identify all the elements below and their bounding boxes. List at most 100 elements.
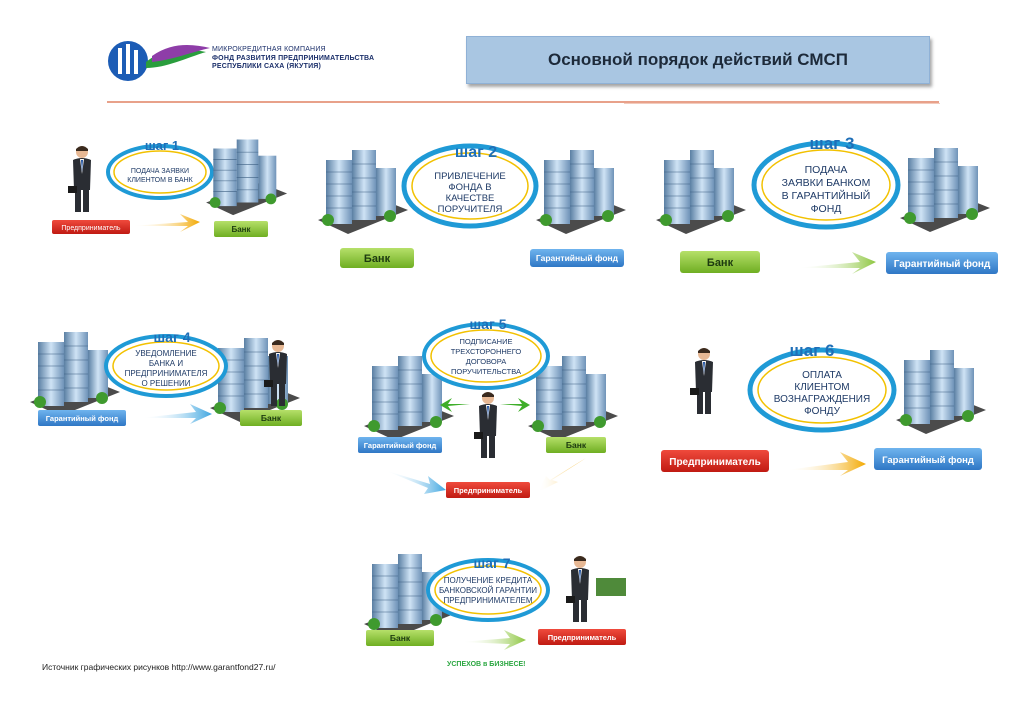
building-icon [899,147,991,233]
guarantee-fund-badge [358,437,442,453]
svg-text:Банк: Банк [231,225,251,234]
step-ring-inner [113,150,207,194]
arrow-icon [796,252,876,274]
building-icon [535,149,627,235]
step-label: шаг 4 [154,329,191,345]
step-text-line: ПОДАЧА ЗАЯВКИ [131,168,189,175]
entrepreneur-badge [52,220,130,234]
step-label: шаг 5 [470,316,507,332]
bank-badge [366,630,434,646]
step-ring [751,140,901,230]
entrepreneur-badge [446,482,530,498]
arrow-icon [440,398,470,412]
svg-text:Гарантийный фонд: Гарантийный фонд [536,253,619,263]
arrow-icon [384,470,446,494]
businessman-icon [690,348,713,414]
step-ring-inner [434,565,542,615]
businessman-icon [68,146,91,212]
businessman-icon [474,392,497,458]
svg-text:Гарантийный фонд: Гарантийный фонд [364,441,437,450]
step-label: шаг 7 [474,555,511,571]
svg-text:ЗАЯВКИ БАНКОМ: ЗАЯВКИ БАНКОМ [782,177,871,189]
svg-text:ПРИВЛЕЧЕНИЕ: ПРИВЛЕЧЕНИЕ [434,171,506,182]
source-note: Источник графических рисунков http://www… [42,662,276,672]
step-ring-inner [761,149,891,221]
divider [107,101,939,103]
svg-text:Гарантийный фонд: Гарантийный фонд [882,455,974,466]
svg-text:КЛИЕНТОМ: КЛИЕНТОМ [794,382,849,393]
step-ring [422,322,550,390]
step-ring-inner [411,152,529,220]
svg-text:ТРЕХСТОРОННЕГО: ТРЕХСТОРОННЕГО [451,347,522,356]
money-icon [596,578,626,596]
svg-text:БАНКА И: БАНКА И [149,359,183,368]
bank-badge [546,437,606,453]
step-2: шаг 2 ПРИВЛЕЧЕНИЕ ФОНДА В КАЧЕСТВЕ ПОРУЧ… [317,143,627,268]
step-ring [106,144,214,200]
divider-accent [624,103,940,104]
step-ring [401,143,539,229]
svg-text:ПРЕДПРИНИМАТЕЛЕМ: ПРЕДПРИНИМАТЕЛЕМ [443,596,532,605]
svg-text:ПОДАЧА: ПОДАЧА [805,164,848,176]
step-ring-inner [757,356,887,424]
step-7: шаг 7 ПОЛУЧЕНИЕ КРЕДИТА БАНКОВСКОЙ ГАРАН… [363,553,626,650]
tagline: УСПЕХОВ в БИЗНЕСЕ! [447,661,526,668]
step-5: шаг 5 ПОДПИСАНИЕ ТРЕХСТОРОННЕГО ДОГОВОРА… [358,316,619,498]
svg-text:Предприниматель: Предприниматель [669,457,760,468]
arrow-icon [786,452,866,476]
svg-text:Гарантийный фонд: Гарантийный фонд [46,414,119,423]
building-icon [205,139,288,216]
svg-text:Гарантийный фонд: Гарантийный фонд [894,258,991,270]
svg-text:Предприниматель: Предприниматель [548,633,617,642]
step-ring [104,334,228,398]
page-title: Основной порядок действий СМСП [466,36,930,84]
svg-text:КАЧЕСТВЕ: КАЧЕСТВЕ [446,193,495,204]
arrow-icon [538,458,586,492]
step-label: шаг 6 [790,341,835,360]
arrow-icon [500,398,530,412]
svg-text:О РЕШЕНИИ: О РЕШЕНИИ [141,379,190,388]
guarantee-fund-badge [530,249,624,267]
bank-badge [214,221,268,237]
company-logo [108,41,210,81]
svg-text:ВОЗНАГРАЖДЕНИЯ: ВОЗНАГРАЖДЕНИЯ [774,394,870,405]
businessman-icon [566,556,589,622]
svg-text:ФОНДУ: ФОНДУ [804,406,840,417]
step-ring [426,558,550,622]
svg-text:Банк: Банк [566,440,587,450]
arrow-icon [130,214,200,232]
step-6: шаг 6 ОПЛАТА КЛИЕНТОМ ВОЗНАГРАЖДЕНИЯ ФОН… [661,341,987,476]
svg-text:Банк: Банк [261,413,282,423]
guarantee-fund-badge [38,410,126,426]
step-ring-inner [430,329,542,383]
bank-badge [340,248,414,268]
step-text-line: КЛИЕНТОМ В БАНК [127,177,193,184]
svg-text:ДОГОВОРА: ДОГОВОРА [466,357,506,366]
svg-text:ПОРУЧИТЕЛЬСТВА: ПОРУЧИТЕЛЬСТВА [451,367,521,376]
guarantee-fund-badge [886,252,998,274]
bank-badge [240,410,302,426]
entrepreneur-badge [538,629,626,645]
step-label: шаг 1 [145,138,179,153]
guarantee-fund-badge [874,448,982,470]
svg-text:В ГАРАНТИЙНЫЙ: В ГАРАНТИЙНЫЙ [782,189,871,202]
svg-text:ПРЕДПРИНИМАТЕЛЯ: ПРЕДПРИНИМАТЕЛЯ [125,369,208,378]
svg-text:ФОНД: ФОНД [811,203,842,215]
building-icon [209,337,301,423]
step-1: шаг 1 ПОДАЧА ЗАЯВКИ КЛИЕНТОМ В БАНК Пред… [52,138,288,237]
svg-text:Банк: Банк [707,257,734,269]
svg-text:Предприниматель: Предприниматель [61,225,121,232]
svg-text:ПОЛУЧЕНИЕ КРЕДИТА: ПОЛУЧЕНИЕ КРЕДИТА [444,576,533,585]
arrow-icon [460,630,526,650]
svg-text:Предприниматель: Предприниматель [454,486,523,495]
step-ring-inner [112,341,220,391]
entrepreneur-badge [661,450,769,472]
step-label: шаг 2 [455,144,497,161]
step-ring [747,347,897,433]
step-label: шаг 3 [810,134,855,153]
logo-text: МИКРОКРЕДИТНАЯ КОМПАНИЯ ФОНД РАЗВИТИЯ ПР… [212,46,375,70]
step-3: шаг 3 ПОДАЧА ЗАЯВКИ БАНКОМ В ГАРАНТИЙНЫЙ… [655,134,998,274]
step-4: шаг 4 УВЕДОМЛЕНИЕ БАНКА И ПРЕДПРИНИМАТЕЛ… [29,329,302,426]
bank-badge [680,251,760,273]
